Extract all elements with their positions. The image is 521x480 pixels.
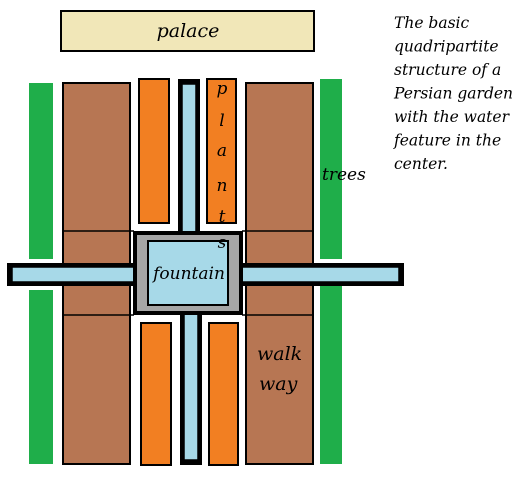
plants-letter: n	[217, 176, 228, 196]
walkway-label-line: walk	[257, 343, 302, 365]
trees-label: trees	[322, 165, 366, 185]
palace-label: palace	[157, 20, 220, 42]
water-channel-north-inner	[181, 83, 197, 233]
plants-letter: s	[218, 233, 227, 253]
plants-letter: p	[217, 79, 228, 99]
water-channel-west-inner	[11, 266, 137, 283]
caption-line: The basic	[394, 14, 469, 32]
palace-block	[60, 10, 315, 52]
walkway-label: walk way	[257, 343, 302, 395]
plant-bed-bottom-right	[208, 322, 239, 466]
tree-strip-top-left	[29, 83, 53, 259]
caption-line: structure of a	[394, 61, 501, 79]
plants-letter: l	[219, 111, 224, 131]
water-channel-south-inner	[183, 313, 199, 461]
plant-beds	[138, 78, 239, 466]
plants-letter: t	[219, 207, 226, 227]
caption-line: Persian garden	[393, 85, 513, 103]
water-channels	[7, 79, 404, 465]
fountain-pool	[147, 240, 229, 306]
plants-letter: a	[217, 141, 227, 161]
caption-line: with the water	[394, 108, 511, 126]
tree-strips	[29, 79, 342, 464]
tree-strip-bottom-right	[320, 286, 342, 464]
palace: palace	[60, 10, 315, 52]
fountain: fountain	[133, 231, 243, 315]
plant-bed-top-right	[206, 78, 237, 224]
tree-strip-bottom-left	[29, 290, 53, 464]
plant-bed-bottom-left	[140, 322, 172, 466]
tree-strip-top-right	[320, 79, 342, 259]
walkway-label-line: way	[259, 373, 298, 395]
fountain-label: fountain	[151, 264, 225, 284]
caption-line: feature in the	[393, 132, 501, 150]
caption-line: quadripartite	[394, 38, 499, 56]
plant-bed-top-left	[138, 78, 170, 224]
caption-line: center.	[394, 155, 448, 173]
water-channel-east-inner	[239, 266, 400, 283]
caption: The basic quadripartite structure of a Pers…	[393, 14, 513, 173]
